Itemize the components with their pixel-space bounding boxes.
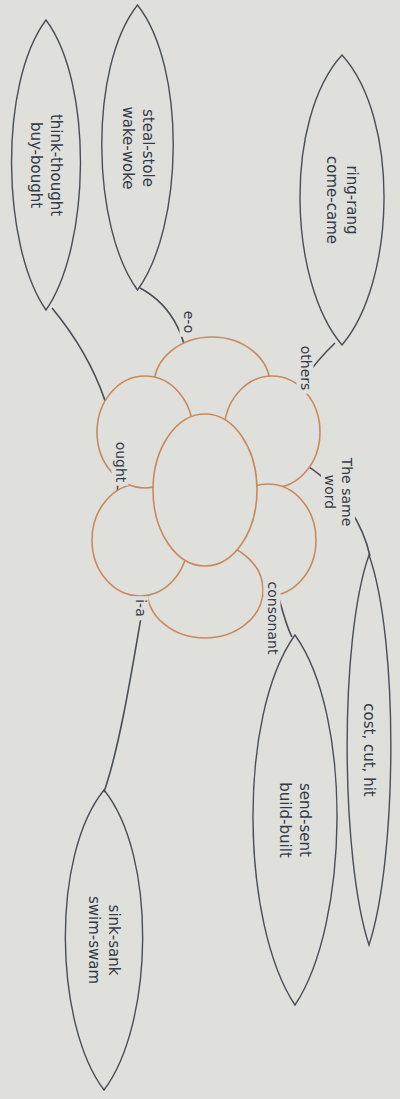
verb-pair: come-came: [322, 156, 342, 244]
leaf-shape: [300, 55, 384, 345]
leaf-node: ring-rangcome-came: [292, 55, 392, 345]
leaf-shape: [347, 555, 391, 945]
leaf-outline: [5, 20, 87, 310]
leaf-text: cost, cut, hit: [359, 703, 379, 796]
leaf-node: steal-stolewake-woke: [95, 5, 180, 290]
branch-label: others: [297, 343, 314, 394]
branch-label: i-a: [132, 596, 149, 620]
leaf-shape: [253, 635, 337, 1005]
leaf-node: sink-sankswim-swam: [58, 790, 150, 1090]
verb-pair: send-sent: [295, 782, 315, 858]
verb-pair: buy-bought: [26, 114, 46, 216]
verb-pair: steal-stole: [138, 106, 158, 189]
branch-label: e-o: [180, 308, 197, 337]
leaf-text: ring-rangcome-came: [322, 156, 362, 244]
leaf-text: sink-sankswim-swam: [84, 896, 124, 984]
leaf-text: think-thoughtbuy-bought: [26, 114, 66, 216]
verb-pair: swim-swam: [84, 896, 104, 984]
leaf-outline: [58, 790, 150, 1090]
leaf-outline: [292, 55, 392, 345]
leaf-shape: [65, 790, 142, 1090]
flower-center: [153, 414, 257, 566]
leaf-text: steal-stolewake-woke: [118, 106, 158, 189]
leaf-shape: [102, 5, 173, 290]
stem: [104, 565, 150, 792]
leaf-node: send-sentbuild-built: [245, 635, 345, 1005]
verb-pair: sink-sank: [104, 896, 124, 984]
petals: [92, 337, 320, 638]
verb-pair: think-thought: [46, 114, 66, 216]
leaf-outline: [95, 5, 180, 290]
leaf-text: send-sentbuild-built: [275, 782, 315, 858]
verb-pair: cost, cut, hit: [359, 703, 379, 796]
leaf-node: cost, cut, hit: [343, 555, 395, 945]
verb-pair: build-built: [275, 782, 295, 858]
branch-label: The same word: [321, 454, 355, 530]
leaf-outline: [245, 635, 345, 1005]
leaf-shape: [12, 20, 81, 310]
branch-label: consonant: [264, 579, 281, 658]
leaf-node: think-thoughtbuy-bought: [5, 20, 87, 310]
branch-label: ought: [112, 439, 129, 486]
verb-pair: ring-rang: [342, 156, 362, 244]
stems: [52, 288, 370, 792]
verb-pair: wake-woke: [118, 106, 138, 189]
